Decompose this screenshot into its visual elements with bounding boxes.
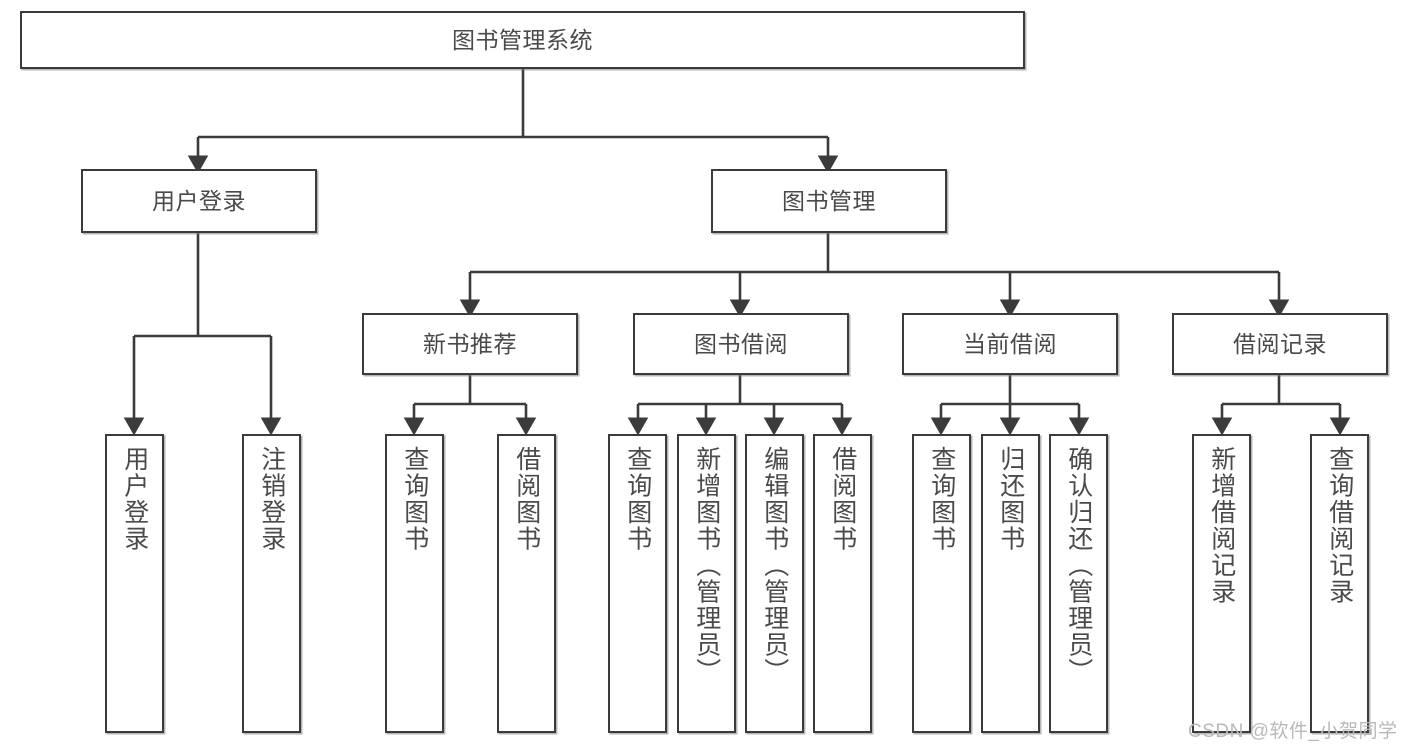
- leaf-label: 查询图书: [623, 446, 652, 552]
- node-user-login-label: 用户登录: [152, 187, 246, 214]
- leaf-label: 编辑图书（管理员）: [760, 446, 789, 685]
- leaf-book-borrow-borrow[interactable]: 借阅图书: [813, 434, 872, 733]
- leaf-new-book-query[interactable]: 查询图书: [385, 434, 444, 733]
- leaf-label: 查询图书: [400, 446, 429, 552]
- node-new-book-recommend-label: 新书推荐: [423, 330, 517, 357]
- leaf-label: 注销登录: [257, 446, 286, 552]
- node-current-borrow[interactable]: 当前借阅: [902, 313, 1118, 375]
- leaf-user-login-logout[interactable]: 注销登录: [242, 434, 301, 733]
- leaf-label: 借阅图书: [512, 446, 541, 552]
- node-borrow-record-label: 借阅记录: [1233, 330, 1327, 357]
- leaf-borrow-record-add[interactable]: 新增借阅记录: [1192, 434, 1251, 733]
- watermark: CSDN @软件_小贺同学: [1188, 721, 1398, 742]
- node-book-borrow-label: 图书借阅: [694, 330, 788, 357]
- node-new-book-recommend[interactable]: 新书推荐: [362, 313, 578, 375]
- leaf-borrow-record-query[interactable]: 查询借阅记录: [1310, 434, 1369, 733]
- node-borrow-record[interactable]: 借阅记录: [1172, 313, 1388, 375]
- leaf-label: 新增图书（管理员）: [692, 446, 721, 685]
- leaf-label: 归还图书: [996, 446, 1025, 552]
- node-book-borrow[interactable]: 图书借阅: [633, 313, 849, 375]
- node-book-management[interactable]: 图书管理: [711, 169, 947, 233]
- node-user-login[interactable]: 用户登录: [81, 169, 317, 233]
- leaf-current-borrow-confirm-return[interactable]: 确认归还（管理员）: [1049, 434, 1108, 733]
- leaf-new-book-borrow[interactable]: 借阅图书: [497, 434, 556, 733]
- leaf-label: 借阅图书: [828, 446, 857, 552]
- leaf-current-borrow-query[interactable]: 查询图书: [912, 434, 971, 733]
- leaf-user-login-login[interactable]: 用户登录: [105, 434, 164, 733]
- leaf-label: 新增借阅记录: [1207, 446, 1236, 605]
- leaf-label: 查询借阅记录: [1325, 446, 1354, 605]
- leaf-book-borrow-add[interactable]: 新增图书（管理员）: [677, 434, 736, 733]
- node-current-borrow-label: 当前借阅: [963, 330, 1057, 357]
- leaf-book-borrow-edit[interactable]: 编辑图书（管理员）: [745, 434, 804, 733]
- leaf-book-borrow-query[interactable]: 查询图书: [608, 434, 667, 733]
- leaf-label: 用户登录: [120, 446, 149, 552]
- leaf-label: 查询图书: [927, 446, 956, 552]
- leaf-current-borrow-return[interactable]: 归还图书: [981, 434, 1040, 733]
- node-root[interactable]: 图书管理系统: [20, 11, 1025, 69]
- leaf-label: 确认归还（管理员）: [1064, 446, 1093, 685]
- node-book-management-label: 图书管理: [782, 187, 876, 214]
- node-root-label: 图书管理系统: [452, 26, 593, 53]
